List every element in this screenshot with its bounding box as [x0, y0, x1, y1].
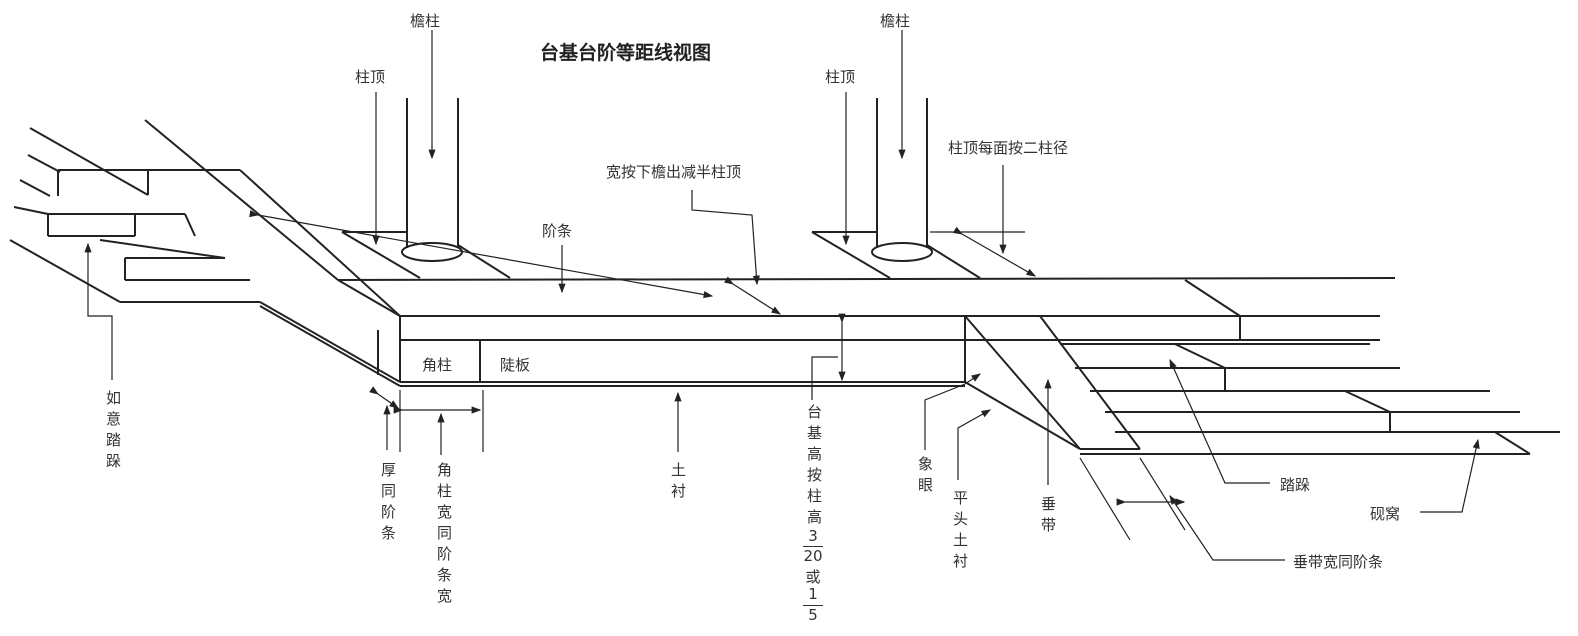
fraction-1-numerator: 3	[808, 527, 818, 545]
label-elephant-eye: 象眼	[916, 456, 934, 498]
label-side-panel: 陡板	[500, 356, 531, 374]
fraction-1-bar	[803, 546, 823, 547]
label-eave-column-right: 檐柱	[880, 12, 911, 30]
label-column-top-rule: 柱顶每面按二柱径	[948, 139, 1069, 157]
label-column-top-left: 柱顶	[355, 68, 386, 86]
label-eave-column-left: 檐柱	[410, 12, 441, 30]
fraction-2-denominator: 5	[808, 606, 818, 624]
label-width-rule: 宽按下檐出减半柱顶	[606, 163, 742, 181]
label-tread-steps: 踏跺	[1280, 476, 1311, 494]
annotation-lines	[84, 30, 1480, 561]
label-earth-lining: 土衬	[669, 462, 687, 504]
label-corner-post: 角柱	[422, 356, 453, 374]
fraction-1-denominator: 20	[803, 547, 823, 565]
label-side-slab-rule: 垂带宽同阶条	[1293, 553, 1384, 571]
diagram-title: 台基台阶等距线视图	[540, 42, 712, 64]
label-thickness-rule: 厚同阶条	[379, 462, 397, 546]
label-column-top-right: 柱顶	[825, 68, 856, 86]
label-step-strip: 阶条	[542, 222, 573, 240]
label-stone-nest: 砚窝	[1370, 505, 1401, 523]
label-corner-post-width-rule: 角柱宽同阶条宽	[435, 462, 453, 609]
fraction-2-numerator: 1	[808, 585, 818, 603]
label-or: 或	[805, 568, 821, 586]
fraction-2-bar	[803, 605, 823, 606]
structure-lines	[9, 98, 1560, 455]
label-flat-earth-lining: 平头土衬	[951, 490, 969, 574]
label-side-slab: 垂带	[1039, 496, 1057, 538]
label-base-height-rule: 台基高按柱高	[805, 404, 823, 530]
label-ruyi-steps: 如意踏跺	[104, 390, 122, 474]
